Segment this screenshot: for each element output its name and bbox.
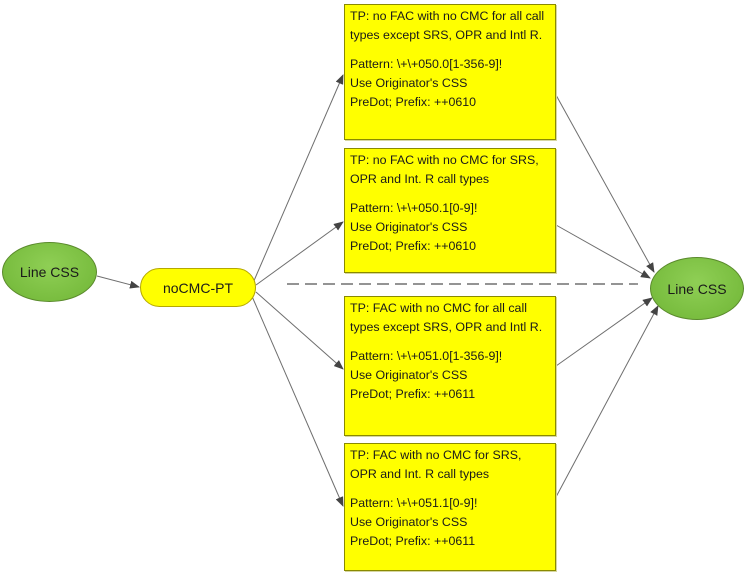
arrow-line-css-to-nocmc — [96, 275, 140, 289]
nocmc-pt-node: noCMC-PT — [140, 268, 256, 307]
box-3-pattern: Pattern: \+\+051.0[1-356-9]! — [350, 349, 503, 363]
arrow-nocmc-to-box-3 — [255, 291, 344, 370]
line-css-left-label: Line CSS — [19, 264, 80, 280]
translation-pattern-box-3: TP: FAC with no CMC for all call types e… — [344, 296, 556, 436]
box-4-css: Use Originator's CSS — [350, 515, 468, 529]
arrow-box-2-to-line-css — [555, 224, 651, 279]
box-3-prefix: PreDot; Prefix: ++0611 — [350, 387, 476, 401]
arrow-nocmc-to-box-2 — [255, 221, 344, 286]
box-1-pattern: Pattern: \+\+050.0[1-356-9]! — [350, 57, 503, 71]
line-css-left-node: Line CSS — [2, 242, 97, 302]
arrow-box-3-to-line-css — [555, 297, 653, 367]
box-4-pattern: Pattern: \+\+051.1[0-9]! — [350, 496, 478, 510]
box-2-title: TP: no FAC with no CMC for SRS, OPR and … — [350, 153, 539, 186]
translation-pattern-box-1: TP: no FAC with no CMC for all call type… — [344, 4, 556, 140]
box-4-title: TP: FAC with no CMC for SRS, OPR and Int… — [350, 448, 522, 481]
box-3-css: Use Originator's CSS — [350, 368, 468, 382]
arrow-box-4-to-line-css — [555, 305, 659, 498]
box-1-title: TP: no FAC with no CMC for all call type… — [350, 9, 545, 42]
box-3-title: TP: FAC with no CMC for all call types e… — [350, 301, 543, 334]
box-2-pattern: Pattern: \+\+050.1[0-9]! — [350, 201, 478, 215]
nocmc-pt-label: noCMC-PT — [162, 279, 233, 296]
translation-pattern-box-2: TP: no FAC with no CMC for SRS, OPR and … — [344, 148, 556, 273]
arrow-nocmc-to-box-1 — [252, 74, 344, 284]
arrow-box-1-to-line-css — [555, 94, 655, 273]
box-2-css: Use Originator's CSS — [350, 220, 468, 234]
line-css-right-label: Line CSS — [667, 280, 727, 297]
box-1-css: Use Originator's CSS — [350, 76, 468, 90]
box-4-prefix: PreDot; Prefix: ++0611 — [350, 534, 476, 548]
arrow-nocmc-to-box-4 — [250, 293, 344, 507]
box-1-prefix: PreDot; Prefix: ++0610 — [350, 95, 477, 109]
line-css-right-node: Line CSS — [650, 257, 744, 320]
translation-pattern-box-4: TP: FAC with no CMC for SRS, OPR and Int… — [344, 443, 556, 571]
box-2-prefix: PreDot; Prefix: ++0610 — [350, 239, 477, 253]
